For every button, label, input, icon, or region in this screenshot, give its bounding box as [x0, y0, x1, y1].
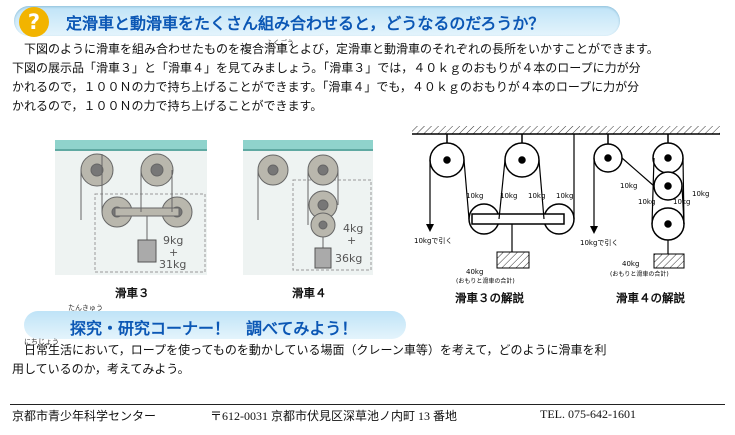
intro-line: かれるので，１００Ｎの力で持ち上げることができます。「滑車４」でも，４０ｋｇのお…	[12, 80, 640, 94]
pulley4-diagram: 10kgで引く 10kg 10kg 10kg 10kg 40kg (おもりと滑車…	[580, 126, 720, 278]
svg-text:36kg: 36kg	[335, 252, 362, 265]
svg-text:10kg: 10kg	[638, 198, 655, 206]
intro-paragraph: 下図のように滑車を組み合わせたものを複合滑車とよび，定滑車と動滑車のそれぞれの長…	[12, 40, 722, 116]
svg-text:10kgで引く: 10kgで引く	[580, 238, 618, 247]
svg-text:10kg: 10kg	[466, 192, 483, 200]
research-line: 日常生活において，ロープを使ってものを動かしている場面（クレーン車等）を考えて，…	[12, 343, 607, 357]
footer-org: 京都市青少年科学センター	[12, 409, 157, 423]
svg-text:10kgで引く: 10kgで引く	[414, 236, 452, 245]
svg-text:10kg: 10kg	[556, 192, 573, 200]
svg-text:40kg: 40kg	[622, 260, 639, 268]
svg-text:9kg: 9kg	[163, 234, 183, 247]
pulley3-photo: 9kg + 31kg	[55, 140, 207, 275]
svg-text:4kg: 4kg	[343, 222, 363, 235]
research-title: 探究・研究コーナー！ 調べてみよう！	[70, 319, 358, 338]
footer-divider	[10, 404, 725, 405]
svg-text:10kg: 10kg	[673, 198, 690, 206]
svg-text:10kg: 10kg	[528, 192, 545, 200]
pulley4-photo: 4kg + 36kg	[243, 140, 373, 275]
pulley3-caption: 滑車３	[115, 286, 150, 300]
intro-line: 下図の展示品「滑車３」と「滑車４」を見てみましょう。「滑車３」では，４０ｋｇのお…	[12, 61, 641, 75]
ruby-tankyuu: たんきゅう	[68, 304, 103, 312]
svg-text:(おもりと滑車の合計): (おもりと滑車の合計)	[610, 270, 669, 278]
research-banner	[24, 311, 406, 339]
svg-text:10kg: 10kg	[692, 190, 709, 198]
header-banner	[14, 6, 620, 36]
footer-tel: TEL. 075-642-1601	[540, 407, 636, 421]
question-icon: ?	[19, 7, 49, 37]
svg-text:31kg: 31kg	[159, 258, 186, 271]
svg-text:10kg: 10kg	[620, 182, 637, 190]
svg-text:40kg: 40kg	[466, 268, 483, 276]
page-title: 定滑車と動滑車をたくさん組み合わせると，どうなるのだろうか？	[66, 14, 545, 33]
footer-address: 〒612-0031 京都市伏見区深草池ノ内町 13 番地	[210, 409, 457, 423]
svg-text:(おもりと滑車の合計): (おもりと滑車の合計)	[456, 277, 515, 285]
pulley3-diagram: 10kgで引く 10kg 10kg 10kg 10kg 40kg (おもりと滑車…	[412, 126, 580, 285]
research-line: 用しているのか，考えてみよう。	[12, 362, 190, 376]
intro-line: かれるので，１００Ｎの力で持ち上げることができます。	[12, 99, 323, 113]
research-paragraph: 日常生活において，ロープを使ってものを動かしている場面（クレーン車等）を考えて，…	[12, 341, 607, 379]
diagram3-caption: 滑車３の解説	[455, 291, 524, 305]
diagram4-caption: 滑車４の解説	[616, 291, 685, 305]
svg-text:10kg: 10kg	[500, 192, 517, 200]
ruby-fukugou: ふくごう	[266, 39, 294, 47]
ruby-nichijou: にちじょう	[24, 338, 59, 346]
svg-text:+: +	[169, 246, 178, 259]
svg-text:+: +	[347, 234, 356, 247]
intro-line: 下図のように滑車を組み合わせたものを複合滑車とよび，定滑車と動滑車のそれぞれの長…	[12, 42, 659, 56]
pulley4-caption: 滑車４	[292, 286, 327, 300]
